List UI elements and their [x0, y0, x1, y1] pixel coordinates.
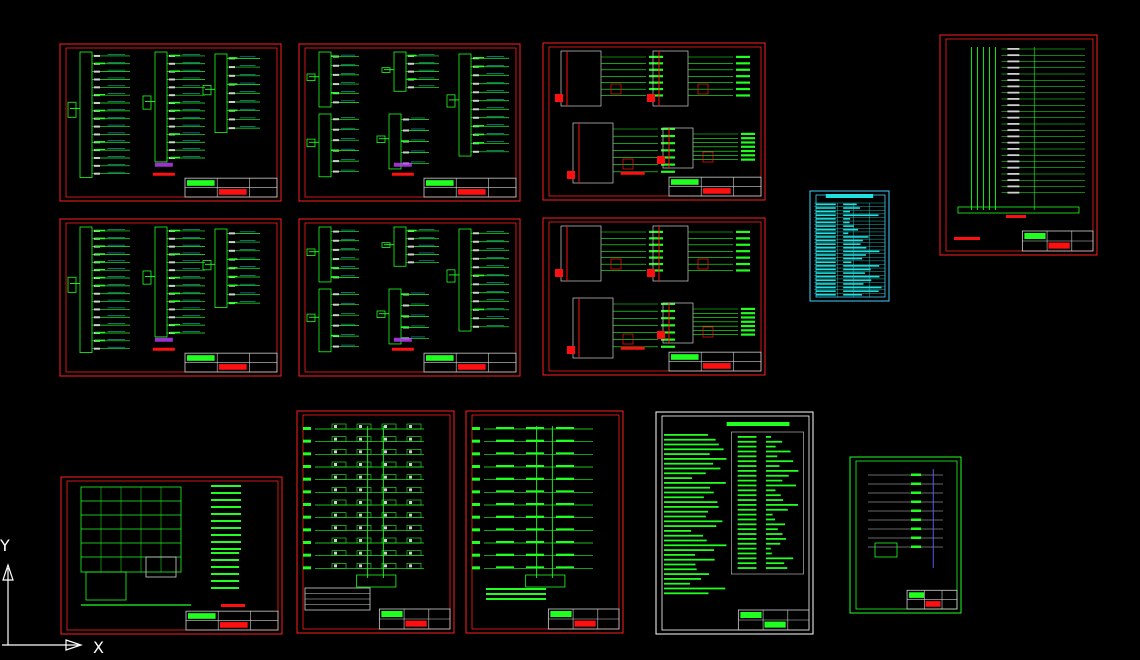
sheets-layer	[59, 34, 1098, 635]
sheet-8[interactable]	[939, 34, 1098, 256]
ucs-x-label: X	[93, 638, 104, 657]
sheet-4[interactable]	[59, 218, 282, 377]
sheet-11[interactable]	[465, 410, 624, 634]
sheet-10[interactable]	[296, 410, 455, 634]
sheet-2[interactable]	[298, 43, 521, 202]
ucs-icon: Y X	[0, 536, 104, 657]
sheet-1[interactable]	[59, 43, 282, 202]
sheet-12[interactable]	[655, 411, 814, 635]
sheet-9[interactable]	[60, 476, 283, 635]
sheet-7[interactable]	[809, 190, 890, 302]
ucs-y-label: Y	[0, 536, 10, 555]
sheet-6[interactable]	[542, 217, 766, 376]
sheet-13[interactable]	[849, 456, 962, 614]
sheet-5[interactable]	[298, 218, 521, 377]
sheet-3[interactable]	[542, 42, 766, 201]
